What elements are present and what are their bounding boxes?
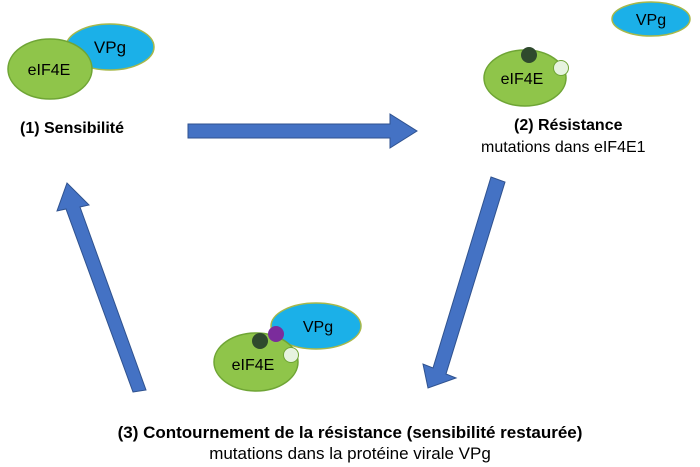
stage1-title: (1) Sensibilité: [20, 120, 125, 137]
stage3-eif4e-label: eIF4E: [232, 357, 275, 374]
stage3-vpg-protein: [270, 302, 362, 350]
stage3-mutation-light-dot: [283, 347, 299, 363]
stage1-eif4e-label: eIF4E: [28, 62, 71, 79]
stage3-vpg-label: VPg: [303, 319, 333, 336]
stage2-mutation-light-dot: [553, 60, 569, 76]
arrow-1-to-2: [187, 113, 418, 149]
stage2-title: (2) Résistance: [514, 117, 623, 134]
stage2-eif4e-label: eIF4E: [501, 71, 544, 88]
stage3-mutation-purple-dot: [268, 326, 284, 342]
stage3-title: (3) Contournement de la résistance (sens…: [117, 423, 583, 442]
arrow-3-to-1: [56, 182, 147, 393]
stage3-eif4e-protein: [213, 332, 299, 392]
stage2-subtitle: mutations dans eIF4E1: [481, 139, 646, 156]
arrow-2-to-3: [422, 176, 506, 389]
stage3-subtitle: mutations dans la protéine virale VPg: [209, 444, 491, 463]
stage1-vpg-label: VPg: [94, 38, 126, 57]
stage2-vpg-label: VPg: [636, 12, 666, 29]
stage3-mutation-dark-dot: [252, 333, 268, 349]
stage2-mutation-dark-dot: [521, 47, 537, 63]
stage1-eif4e-protein: [7, 38, 93, 100]
stage2-vpg-protein: [611, 1, 691, 37]
